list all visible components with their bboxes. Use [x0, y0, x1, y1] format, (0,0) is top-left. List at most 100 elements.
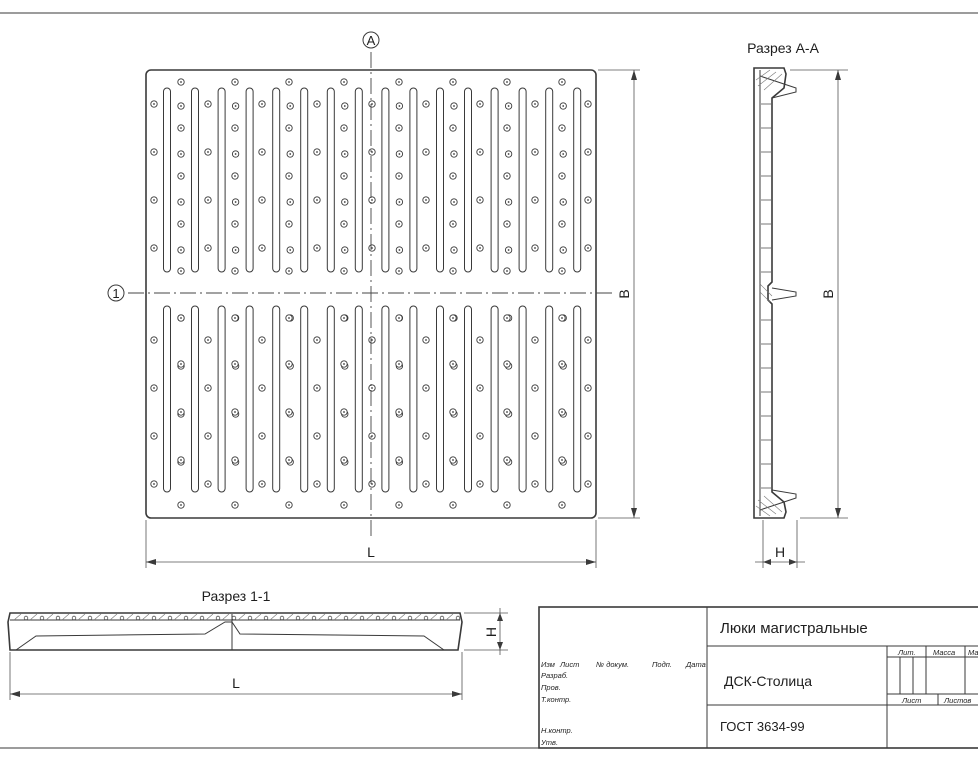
bolt-hole-center: [506, 223, 508, 225]
bolt-hole-center: [343, 363, 345, 365]
bolt-hole-center: [261, 199, 263, 201]
bolt-hole-center: [234, 459, 236, 461]
bolt-hole-center: [452, 81, 454, 83]
bolt-hole-center: [479, 247, 481, 249]
bolt-hole-center: [316, 435, 318, 437]
drainage-slot: [464, 87, 472, 273]
bolt-hole-center: [153, 387, 155, 389]
bolt-hole-center: [398, 223, 400, 225]
bolt-hole-center: [316, 199, 318, 201]
bolt-hole-center: [561, 127, 563, 129]
bolt-hole-center: [587, 151, 589, 153]
bolt-hole-center: [343, 153, 346, 155]
bolt-hole-center: [561, 175, 563, 177]
hatch-line: [141, 613, 150, 621]
bolt-hole-center: [398, 270, 400, 272]
drainage-slot: [272, 87, 281, 273]
col-list: Лист: [559, 660, 579, 669]
section-1-marker: [107, 284, 125, 302]
bolt-hole-center: [534, 247, 536, 249]
bolt-hole-center: [453, 201, 455, 203]
bolt-hole-center: [234, 105, 237, 107]
drainage-slot: [191, 87, 199, 273]
bolt-hole-center: [343, 504, 345, 506]
drainage-slot: [326, 87, 335, 273]
section-hole: [439, 615, 445, 621]
bolt-hole-center: [506, 175, 508, 177]
title-block: Люки магистральные ДСК-Столица ГОСТ 3634…: [538, 606, 978, 749]
bolt-hole-center: [506, 459, 508, 461]
bolt-hole-center: [180, 175, 182, 177]
bolt-hole-center: [207, 247, 209, 249]
section-hole: [87, 615, 93, 621]
drainage-slot: [490, 305, 499, 493]
bolt-hole-center: [425, 103, 427, 105]
bolt-hole-center: [207, 483, 209, 485]
bolt-hole-center: [561, 459, 563, 461]
bolt-hole-center: [343, 175, 345, 177]
section-11-view: Разрез 1-1 H L: [7, 588, 508, 700]
bolt-hole-center: [180, 81, 182, 83]
drainage-slot: [545, 87, 554, 273]
section-hole: [279, 615, 285, 621]
hatch-line: [237, 613, 246, 621]
hatch-line: [93, 613, 102, 621]
bolt-hole-center: [207, 103, 209, 105]
drainage-slot: [381, 305, 390, 493]
bolt-hole-center: [398, 459, 400, 461]
hatch-line: [157, 613, 166, 621]
bolt-hole-center: [562, 153, 565, 155]
bolt-hole-center: [234, 504, 236, 506]
hatch-line: [317, 613, 326, 621]
title-company: ДСК-Столица: [724, 673, 812, 689]
bolt-hole-center: [288, 504, 290, 506]
section-hole: [375, 615, 381, 621]
section-hole: [71, 615, 77, 621]
bolt-hole-center: [507, 249, 510, 251]
bolt-hole-center: [506, 270, 508, 272]
col-date: Дата: [685, 660, 706, 669]
bolt-hole-center: [479, 151, 481, 153]
bolt-hole-center: [180, 411, 182, 413]
bolt-hole-center: [452, 411, 454, 413]
bolt-hole-center: [288, 270, 290, 272]
bolt-hole-center: [425, 483, 427, 485]
plan-view: A 1 B L: [107, 31, 640, 568]
section-hole: [103, 615, 109, 621]
section-11-hatch: [13, 613, 461, 621]
hatch-line: [285, 613, 294, 621]
section-hole: [423, 615, 429, 621]
plan-holes: [150, 78, 592, 509]
drainage-slot: [409, 305, 418, 493]
bolt-hole-center: [425, 199, 427, 201]
drainage-slot: [381, 87, 390, 273]
bolt-hole-center: [452, 504, 454, 506]
bolt-hole-center: [453, 249, 455, 251]
bolt-hole-center: [180, 105, 182, 107]
section-hole: [407, 615, 413, 621]
col-sign: Подп.: [652, 660, 672, 669]
hatch-line: [109, 613, 118, 621]
bolt-hole-center: [180, 270, 182, 272]
hatch-line: [189, 613, 198, 621]
section-hole: [327, 615, 333, 621]
bolt-hole-center: [507, 105, 510, 107]
bolt-hole-center: [452, 363, 454, 365]
bolt-hole-center: [261, 483, 263, 485]
bolt-hole-center: [343, 223, 345, 225]
bolt-hole-center: [288, 81, 290, 83]
bolt-hole-center: [398, 411, 400, 413]
bolt-hole-center: [507, 201, 510, 203]
section-1-label: 1: [112, 286, 119, 301]
bolt-hole-center: [506, 504, 508, 506]
bolt-hole-center: [288, 175, 290, 177]
section-hole: [263, 615, 269, 621]
section-hole: [231, 615, 237, 621]
bolt-hole-center: [561, 317, 563, 319]
col-doc: № докум.: [596, 660, 629, 669]
bolt-hole-center: [180, 459, 182, 461]
bolt-hole-center: [425, 339, 427, 341]
bolt-hole-center: [506, 127, 508, 129]
plate-outline: [145, 69, 597, 519]
bolt-hole-center: [587, 199, 589, 201]
